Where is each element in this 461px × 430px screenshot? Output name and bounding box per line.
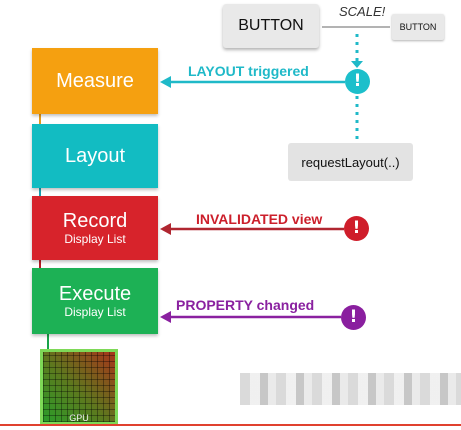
layout-stage: Layout (32, 124, 158, 188)
layout-alert-icon: ! (345, 69, 370, 94)
gpu-chip-icon: GPU (40, 349, 118, 425)
video-progress-bar (0, 424, 461, 426)
request-layout-call: requestLayout(..) (288, 143, 413, 181)
measure-stage: Measure (32, 48, 158, 114)
measure-stage-title: Measure (56, 70, 134, 92)
layout-triggered-label: LAYOUT triggered (188, 63, 309, 79)
gpu-grid (43, 352, 115, 422)
invalidate-trigger-arrowhead (160, 223, 171, 235)
large-button-illustration: BUTTON (223, 4, 319, 48)
execute-stage: Execute Display List (32, 268, 158, 334)
layout-stage-title: Layout (64, 145, 126, 167)
record-stage-title: Record (62, 210, 128, 232)
button-dotted-arrowhead (351, 61, 363, 68)
execute-stage-title: Execute (58, 283, 132, 305)
record-stage: Record Display List (32, 196, 158, 260)
small-button-illustration: BUTTON (392, 14, 444, 40)
property-trigger-arrowhead (160, 311, 171, 323)
property-changed-label: PROPERTY changed (176, 297, 315, 313)
scale-label: SCALE! (339, 4, 386, 19)
record-stage-subtitle: Display List (64, 232, 126, 246)
execute-stage-subtitle: Display List (64, 305, 126, 319)
invalidate-alert-icon: ! (344, 216, 369, 241)
layout-trigger-arrowhead (160, 76, 171, 88)
property-alert-icon: ! (341, 305, 366, 330)
invalidated-view-label: INVALIDATED view (196, 211, 323, 227)
blurred-region (240, 373, 461, 405)
gpu-label: GPU (69, 413, 89, 423)
